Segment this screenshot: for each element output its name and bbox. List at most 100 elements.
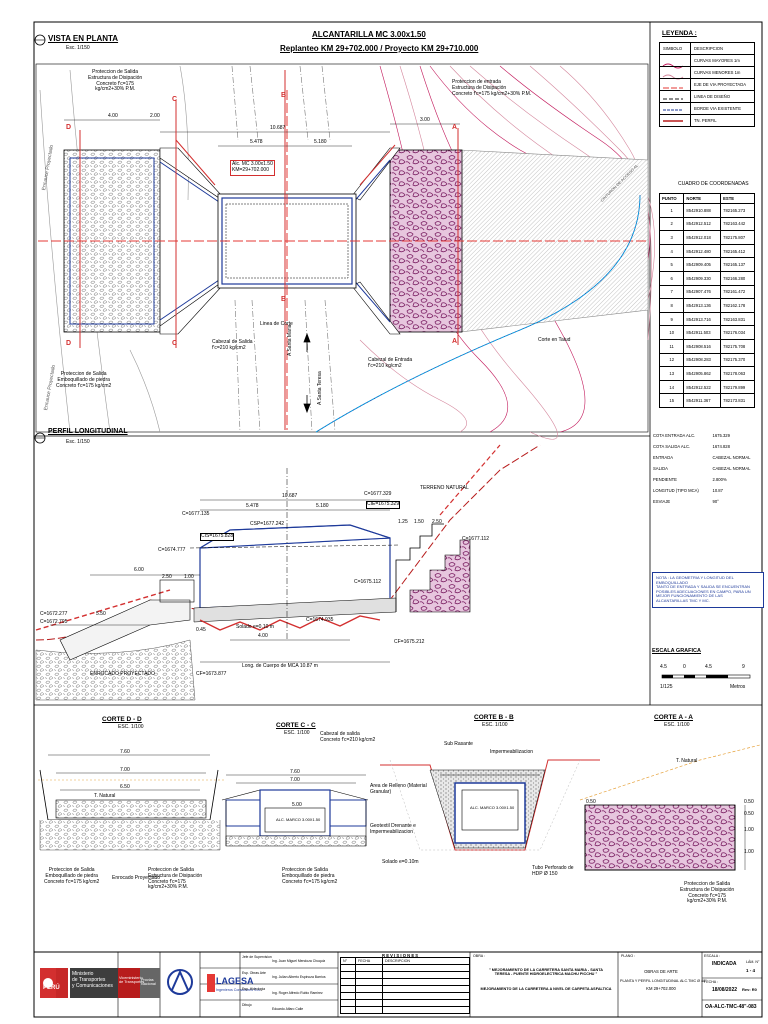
profile-solado: Solado e=0.10 m (236, 624, 274, 630)
profile-enrocado: ENROCADO PROYECTADO (90, 671, 155, 677)
dim-w1: 4.00 (108, 113, 118, 119)
rev-col-desc: DESCRIPCION (382, 957, 470, 965)
section-dd-dim-2: 7.00 (120, 767, 130, 773)
coord-este: 782176.034 (720, 325, 755, 340)
rev-col-fecha: FECHA (355, 957, 383, 965)
section-aa-dim-2: 0.50 (744, 799, 754, 805)
cut-label-b-bottom: B (281, 296, 287, 303)
section-bb-scale: ESC. 1/100 (482, 722, 508, 728)
profile-dim-j: 2.50 (432, 519, 442, 525)
coord-este: 782161.472 (720, 284, 755, 300)
design-data-value: CABEZAL NORMAL (712, 455, 751, 460)
person-name: Ing. Juan Miguel Mendoza Chuquiz (272, 959, 326, 963)
obra-label: OBRA : (473, 954, 485, 958)
note-corte-talud: Corte en Talud (538, 337, 571, 343)
plan-view (34, 34, 656, 440)
coord-punto: 1 (658, 203, 685, 218)
profile-dim-total: 10.687 (282, 493, 298, 499)
design-data-value: 1674.828 (712, 444, 730, 449)
peru-flag-logo (40, 968, 160, 998)
design-data-label: COTA SALIDA ALC. (653, 444, 691, 449)
coord-punto: 8 (658, 298, 685, 313)
coord-este: 782165.412 (720, 243, 755, 259)
scale-bar-graphic (661, 674, 751, 679)
person-role: Esp. Hidrologia (242, 987, 265, 991)
section-dd-dim-1: 7.60 (120, 749, 130, 755)
note-linea-corte: Linea de Corte (260, 321, 293, 327)
section-bb-geotextil: Geotextil Drenante e Impermeabilizacion (370, 823, 416, 835)
design-data-value: 1675.329 (712, 433, 730, 438)
coord-punto: 5 (658, 257, 685, 272)
coord-norte: 8542913.136 (683, 298, 722, 313)
coord-norte: 8542913.716 (683, 311, 722, 327)
scale-tick-1: 4.5 (660, 664, 667, 670)
profile-c4: C=1672.795 (40, 619, 68, 625)
cut-label-b-top: B (281, 92, 287, 99)
coord-norte: 8542908.283 (683, 352, 722, 368)
profile-dim-g: 4.00 (258, 633, 268, 639)
design-data-value: 90° (712, 499, 719, 504)
coord-punto: 12 (658, 352, 685, 368)
coord-norte: 8542911.367 (683, 393, 722, 408)
dim-w3: 2.00 (150, 113, 160, 119)
coord-norte: 8542905.862 (683, 366, 722, 381)
dim-d2: 5.180 (314, 139, 327, 145)
dim-w2: 3.00 (420, 117, 430, 123)
design-data-value: CABEZAL NORMAL (712, 466, 751, 471)
coord-norte: 8542912.018 (683, 230, 722, 245)
coord-este: 782175.708 (720, 338, 755, 354)
coord-este: 782162.178 (720, 298, 755, 313)
revisions-table: N° FECHA DESCRIPCION (340, 957, 470, 1014)
rev-value: Rev: R0 (742, 987, 757, 992)
profile-dim-k: 0.45 (196, 627, 206, 633)
section-dd-tn: T. Natural (94, 793, 116, 799)
section-cc-dim-3: 5.00 (292, 802, 302, 808)
section-dd-title: CORTE D - D (102, 716, 142, 723)
peru-label: PERÚ (43, 985, 60, 991)
section-aa-tn: T. Natural (676, 758, 698, 764)
coord-este: 782175.370 (720, 352, 755, 368)
cut-label-d-top: D (66, 124, 72, 131)
rev-col-n: N° (340, 957, 356, 965)
scale-tick-3: 4.5 (705, 664, 712, 670)
coord-este: 782165.273 (720, 203, 755, 218)
coord-norte: 8542909.330 (683, 270, 722, 286)
coord-este: 782165.137 (720, 257, 755, 272)
section-aa-dim-1: 0.50 (586, 799, 596, 805)
legend-title: LEYENDA : (662, 30, 697, 37)
legend-item-5: BORDE VIA EXISTENTE (690, 102, 755, 115)
dim-top-total: 10.687 (270, 125, 286, 131)
coord-este: 782175.807 (720, 230, 755, 245)
fecha-value: 18/08/2022 (712, 987, 738, 993)
section-bb-imper: Impermeabilizacion (490, 749, 534, 755)
legend-item-3: EJE DE VIA PROYECTADA (690, 78, 755, 91)
person-role: Esp. Obras Arte (242, 971, 266, 975)
coord-header-este: ESTE (720, 193, 755, 204)
scale-unit: Metros (730, 684, 746, 690)
profile-dim-a: 5.478 (246, 503, 259, 509)
coord-este: 782173.831 (720, 393, 755, 408)
section-bb-subrasante: Sub Rasante (444, 741, 473, 747)
main-title: ALCANTARILLA MC 3.00x1.50 (312, 30, 426, 39)
section-bb-tubo: Tubo Perforado de HDP Ø 150 (532, 865, 574, 877)
design-data-row: LONGITUD (TIPO MCA)10.87 (650, 485, 760, 496)
design-data-value: 2.800% (712, 477, 727, 482)
coord-punto: 15 (658, 393, 685, 408)
profile-title: PERFIL LONGITUDINAL (48, 428, 128, 435)
design-data-value: 10.87 (712, 488, 723, 493)
note-a-santa-maria: A Santa Maria (287, 324, 293, 356)
profile-c1: C=1677.135 (182, 511, 210, 517)
lam-value: 1 - 4 (746, 968, 756, 973)
